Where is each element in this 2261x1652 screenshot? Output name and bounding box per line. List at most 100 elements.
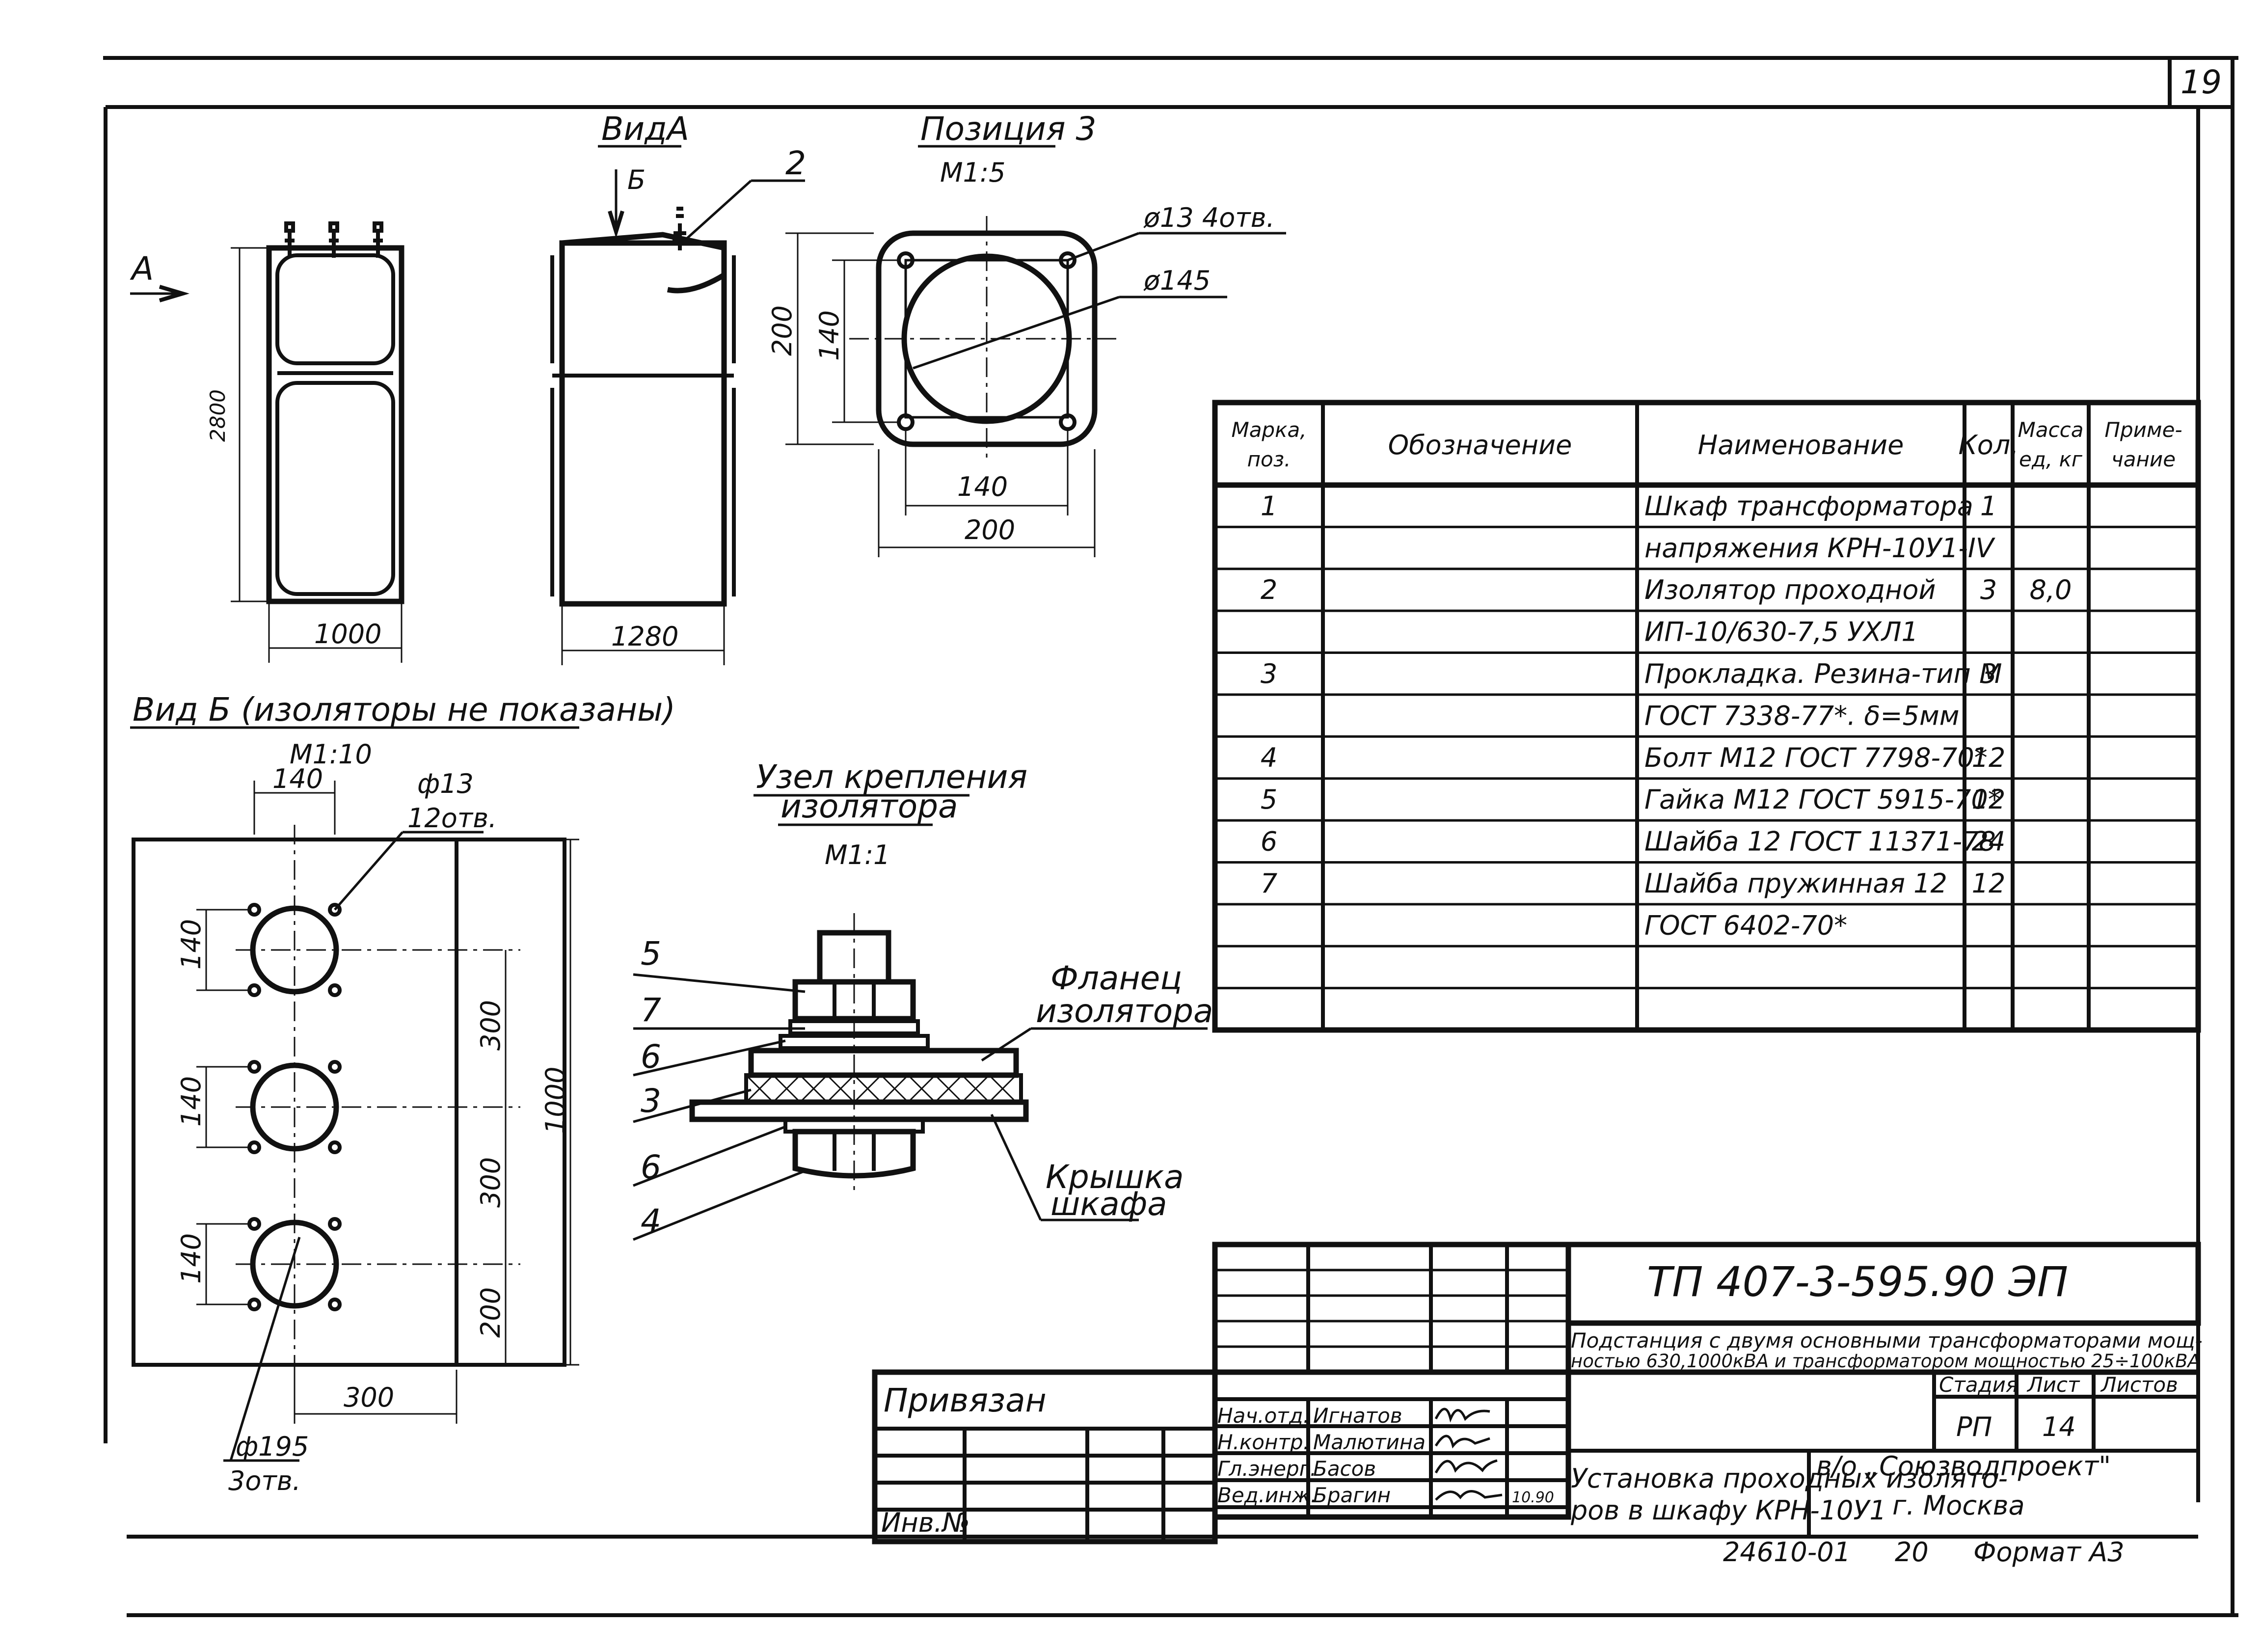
project-line-2: ностью 630,1000кВА и трансформатором мощ… [1571,1351,2200,1372]
table-header: ед, кг [2019,447,2083,471]
table-cell-qty: 24 [1972,826,2006,857]
drawing-title-2: ров в шкафу КРН-10У1 [1570,1495,1886,1526]
table-cell-name: Шкаф трансформатора [1644,490,1973,521]
flange-label-1: Фланец [1050,959,1182,997]
sheet-value: 14 [2042,1411,2076,1442]
flange-label-2: изолятора [1036,992,1213,1030]
org-line-1: в/о „Союзводпроект" [1816,1451,2111,1482]
view-a-front: А 2800 1000 [130,221,404,663]
org-line-2: г. Москва [1892,1490,2025,1521]
table-cell-qty: 3 [1980,574,1997,605]
table-cell-name: Изолятор проходной [1644,574,1936,605]
stage-value: РП [1956,1411,1992,1442]
table-cell-name: ГОСТ 7338-77*. δ=5мм [1644,700,1960,731]
view-b-dim-200: 200 [475,1287,506,1338]
privyazan-label: Привязан [884,1381,1047,1419]
mount-node: Узел крепления изолятора М1:1 5 7 6 3 6 [633,758,1213,1241]
stage-label: Стадия [1939,1373,2018,1397]
table-header: Обозначение [1388,430,1572,460]
view-b-holes: ф13 [417,768,474,799]
position3-dim-inner-h: 140 [957,471,1008,502]
view-b: Вид Б (изоляторы не показаны) М1:10 [130,691,675,1496]
role-2: Н.контр. [1217,1430,1310,1454]
table-cell-qty: 3 [1980,658,1997,689]
view-b-dim-140-1: 140 [176,919,207,970]
arrow-a-label: А [130,250,154,288]
dim-height-2800: 2800 [206,389,230,442]
position3-scale: М1:5 [940,157,1006,188]
view-b-dim-140-2: 140 [176,1076,207,1127]
title-block: ТП 407-3-595.90 ЭП Подстанция с двумя ос… [872,1242,2203,1568]
table-header: Кол. [1958,430,2019,460]
dim-width-1000: 1000 [314,619,381,650]
cover-label-2: шкафа [1050,1185,1167,1223]
table-cell-name: Шайба пружинная 12 [1644,868,1947,899]
signatures [1434,1408,1503,1501]
mount-callout-3: 3 [641,1082,661,1120]
table-cell-name: Болт М12 ГОСТ 7798-70* [1644,742,1988,773]
view-b-dim-1000: 1000 [540,1067,571,1134]
view-a-title: ВидА [601,110,689,148]
drawing-title-1: Установка проходных изолято- [1571,1463,2008,1494]
table-cell-pos: 7 [1261,868,1277,899]
table-cell-name: Прокладка. Резина-тип М [1644,658,2002,689]
name-3: Басов [1313,1457,1376,1481]
page-number: 19 [2180,63,2222,101]
table-cell-name: ИП-10/630-7,5 УХЛ1 [1644,617,1918,648]
mount-callout-5: 5 [641,935,661,973]
table-cell-name: ГОСТ 6402-70* [1644,910,1847,941]
doc-code: ТП 407-3-595.90 ЭП [1647,1258,2068,1306]
table-cell-qty: 1 [1980,490,1997,521]
sheet-label: Лист [2026,1373,2080,1397]
table-header: поз. [1247,447,1291,471]
position3-holes: ø13 4отв. [1143,202,1275,233]
format-label: Формат А3 [1973,1537,2125,1568]
mount-callout-7: 7 [641,991,661,1029]
view-b-title: Вид Б (изоляторы не показаны) [133,691,675,729]
table-header: Приме- [2104,418,2182,442]
view-b-dim-top: 140 [272,763,323,794]
position3-title: Позиция 3 [920,110,1097,148]
table-header: Масса [2018,418,2084,442]
table-cell-pos: 2 [1261,574,1277,605]
table-cell-pos: 6 [1261,826,1277,857]
table-header: Наименование [1698,430,1904,460]
role-1: Нач.отд. [1217,1404,1310,1428]
position3-diameter: ø145 [1143,265,1211,296]
project-line-1: Подстанция с двумя основными трансформат… [1571,1328,2203,1353]
insulators-front [284,221,384,258]
table-cell-pos: 5 [1261,784,1277,815]
position3-dim-outer-h: 200 [965,515,1015,545]
table-cell-pos: 1 [1261,490,1277,521]
table-header: чание [2111,447,2176,471]
position3-dim-outer-v: 200 [767,305,798,356]
view-b-holes-count: 12отв. [407,803,497,834]
view-b-dim-bottom: 300 [344,1382,394,1413]
name-2: Малютина [1313,1430,1426,1454]
view-b-big-holes: ф195 [236,1431,309,1462]
table-cell-name: Шайба 12 ГОСТ 11371-78 [1644,826,1996,857]
position3-dim-inner-v: 140 [814,310,845,361]
name-1: Игнатов [1313,1404,1402,1428]
table-cell-name: Гайка М12 ГОСТ 5915-70* [1644,784,2001,815]
cover-label-1: Крышка [1046,1158,1184,1196]
view-b-dim-300-2: 300 [475,1157,506,1208]
table-cell-name: напряжения КРН-10У1-IV [1644,533,1996,564]
position-3-view: Позиция 3 М1:5 ø145 ø13 4отв. 200 140 14… [767,110,1286,557]
view-b-scale: М1:10 [290,739,372,770]
mount-scale: М1:1 [825,840,890,870]
table-cell-pos: 4 [1261,742,1277,773]
table-cell-qty: 12 [1972,868,2006,899]
view-b-dim-140-3: 140 [176,1233,207,1284]
inv-label: Инв.№ [881,1507,970,1538]
callout-2: 2 [785,144,806,182]
archive-number: 24610-01 [1723,1537,1851,1568]
dim-width-1280: 1280 [611,621,678,652]
table-header: Марка, [1231,418,1306,442]
role-4: Вед.инж. [1217,1483,1317,1507]
view-b-big-holes-count: 3отв. [228,1465,301,1496]
view-b-dim-300-1: 300 [475,1000,506,1051]
table-cell-pos: 3 [1261,658,1277,689]
